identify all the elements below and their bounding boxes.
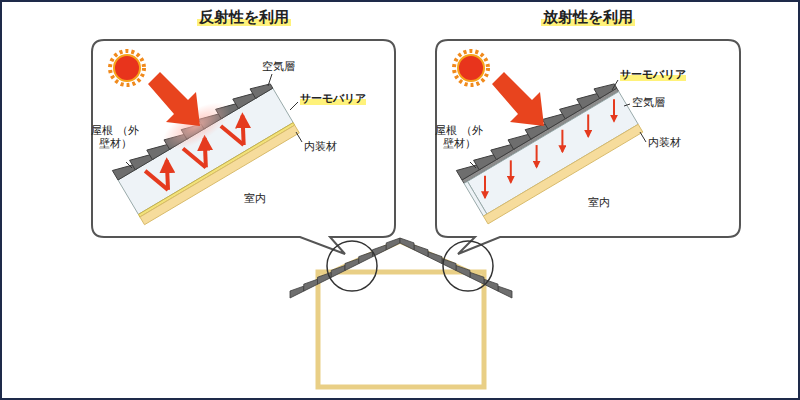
roof-shingle [594,84,617,99]
heat-arrow [510,160,512,182]
reflect-arrow [183,148,206,167]
heading-text: 放射性を利用 [541,8,635,26]
callout-bubble [92,40,395,254]
sun-arrow [148,72,200,126]
part-label: 空気層 [632,96,665,109]
roof-shingle [290,286,304,298]
roof-shingle [359,252,373,264]
heat-arrow [587,114,589,136]
roof-shingle [331,266,345,278]
heading-text: 反射性を利用 [197,8,291,26]
roof-shingle [456,266,470,278]
heat-arrow [613,99,615,121]
reflect-arrow [167,160,168,190]
house-ceiling [318,238,484,278]
part-label: 内装材 [304,140,337,153]
heat-arrow [536,145,538,167]
part-label: 屋根 （外壁材） [430,124,488,150]
roof-shingle [428,252,442,264]
interior-board [483,124,642,224]
reflect-arrow [205,138,206,168]
part-label: サーモバリア [300,92,366,105]
roof-shingle [250,84,273,99]
reflect-arrow [145,171,168,190]
roof-shingle [484,279,498,291]
part-label: 室内 [588,196,610,209]
part-label: 空気層 [262,60,295,73]
zoom-circle [327,241,377,291]
callout-bubble [436,40,740,254]
part-label: 屋根 （外壁材） [86,124,144,150]
air-layer [468,92,639,215]
zoom-circle [443,241,493,291]
heat-arrow [561,130,563,152]
panel-heading: 反射性を利用 [92,7,395,27]
reflect-arrow [221,126,244,145]
roof-shingle [400,238,414,250]
roof-shingle [498,286,512,298]
thermo-barrier [138,123,294,217]
roof-shingle [318,272,332,284]
leader-line [126,74,646,168]
reflect-arrow [242,115,243,144]
sun-arrow [492,72,544,126]
roof-shingle [304,279,318,291]
roof-shingle [470,272,484,284]
roof-shingle [414,245,428,257]
part-label: 室内 [244,192,266,205]
heat-arrow [484,176,486,198]
roof-shingle [345,259,359,271]
panel-heading: 放射性を利用 [436,7,740,27]
roof-shingle [386,238,400,250]
air-layer [464,181,487,216]
part-label: サーモバリア [620,68,686,81]
callout-bubble: 反射性を利用 [92,40,395,237]
part-label: 内装材 [648,136,681,149]
